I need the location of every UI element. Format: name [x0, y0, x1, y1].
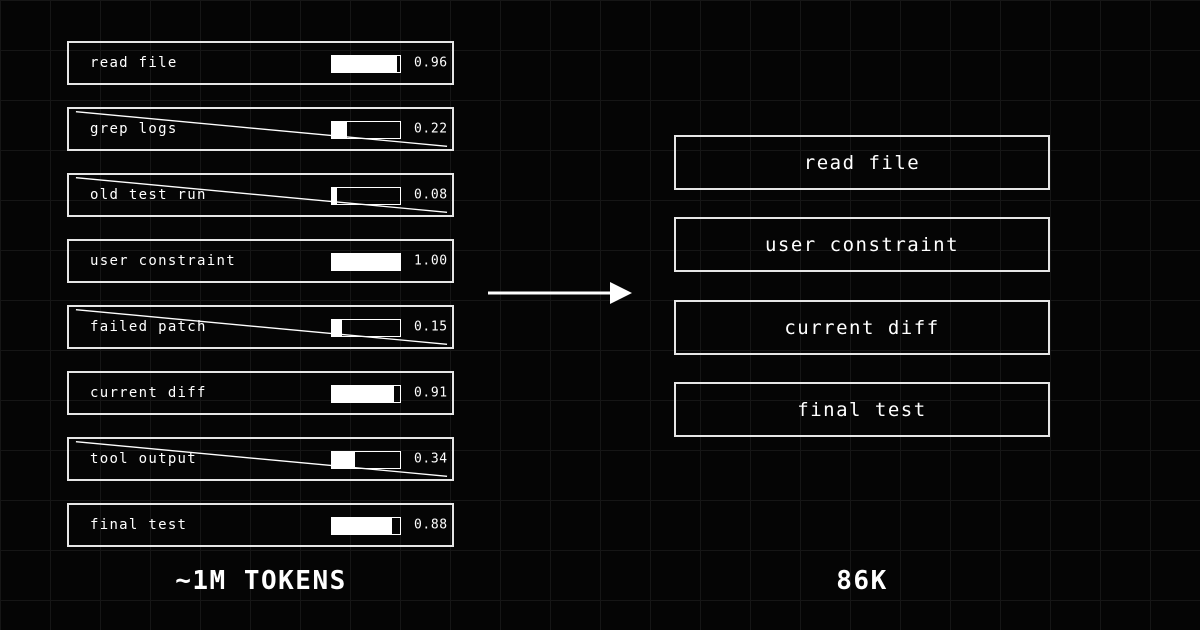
- relevance-score-bar: [331, 187, 401, 205]
- kept-context-item-label: read file: [803, 151, 921, 174]
- context-item-label: tool output: [90, 451, 198, 467]
- output-token-total: 86K: [836, 566, 888, 596]
- context-item: tool output 0.34: [67, 437, 454, 481]
- context-item-label: read file: [90, 55, 178, 71]
- kept-context-item: read file: [674, 135, 1050, 190]
- relevance-score-fill: [332, 320, 343, 336]
- kept-context-item: current diff: [674, 300, 1050, 355]
- context-item-label: user constraint: [90, 253, 236, 269]
- context-item: old test run 0.08: [67, 173, 454, 217]
- relevance-score-value: 1.00: [414, 253, 448, 269]
- kept-context-item-label: final test: [797, 398, 927, 421]
- relevance-score-value: 0.08: [414, 187, 448, 203]
- relevance-score-bar: [331, 121, 401, 139]
- context-item-label: current diff: [90, 385, 207, 401]
- context-item: final test 0.88: [67, 503, 454, 547]
- kept-context-item-label: current diff: [784, 316, 940, 339]
- relevance-score-fill: [332, 518, 392, 534]
- kept-context-item-label: user constraint: [764, 233, 960, 256]
- context-item: read file 0.96: [67, 41, 454, 85]
- relevance-score-bar: [331, 55, 401, 73]
- relevance-score-bar: [331, 517, 401, 535]
- relevance-score-fill: [332, 56, 398, 72]
- relevance-score-fill: [332, 122, 347, 138]
- context-item-label: failed patch: [90, 319, 207, 335]
- relevance-score-fill: [332, 386, 394, 402]
- relevance-score-value: 0.22: [414, 121, 448, 137]
- relevance-score-fill: [332, 188, 338, 204]
- relevance-score-value: 0.15: [414, 319, 448, 335]
- kept-context-item: final test: [674, 382, 1050, 437]
- relevance-score-value: 0.96: [414, 55, 448, 71]
- relevance-score-fill: [332, 254, 400, 270]
- context-item: current diff 0.91: [67, 371, 454, 415]
- context-item: user constraint 1.00: [67, 239, 454, 283]
- relevance-score-fill: [332, 452, 356, 468]
- relevance-score-bar: [331, 451, 401, 469]
- context-item-label: final test: [90, 517, 188, 533]
- input-token-total: ~1M TOKENS: [175, 566, 347, 596]
- arrow-right-icon: [488, 282, 632, 304]
- relevance-score-bar: [331, 253, 401, 271]
- kept-context-item: user constraint: [674, 217, 1050, 272]
- relevance-score-bar: [331, 385, 401, 403]
- relevance-score-value: 0.34: [414, 451, 448, 467]
- context-item-label: grep logs: [90, 121, 178, 137]
- context-item: failed patch 0.15: [67, 305, 454, 349]
- relevance-score-value: 0.88: [414, 517, 448, 533]
- relevance-score-bar: [331, 319, 401, 337]
- context-item: grep logs 0.22: [67, 107, 454, 151]
- context-item-label: old test run: [90, 187, 207, 203]
- relevance-score-value: 0.91: [414, 385, 448, 401]
